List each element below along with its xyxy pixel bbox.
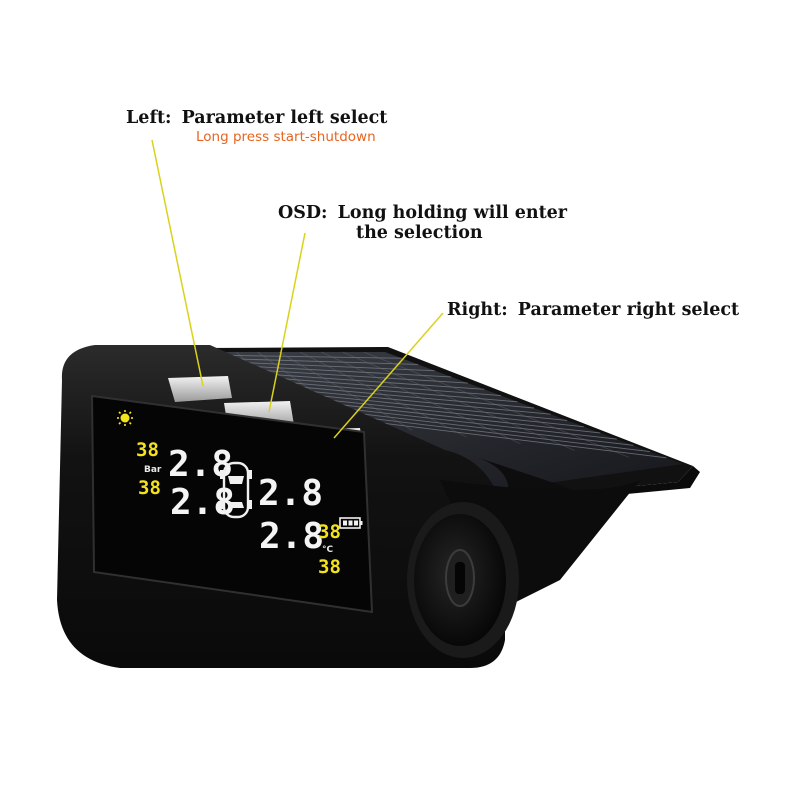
callout-osd-key: OSD:	[278, 203, 328, 223]
callout-right: Right: Parameter right select	[447, 300, 739, 320]
leader-line-right	[333, 312, 444, 439]
solar-cell-line	[222, 364, 452, 378]
unit-pressure: Bar	[144, 465, 162, 475]
callout-osd-text2: the selection	[356, 223, 483, 243]
temp-front-right: 38	[318, 521, 341, 543]
sun-icon	[117, 410, 133, 426]
unit-temperature: °C	[322, 545, 334, 555]
callout-right-key: Right:	[447, 300, 508, 320]
callout-left-text: Parameter left select	[181, 108, 388, 128]
callout-left-sub: Long press start-shutdown	[196, 129, 376, 145]
pressure-front-right: 2.8	[258, 473, 323, 514]
callout-osd-text: Long holding will enter	[337, 203, 568, 223]
solar-cell-line	[216, 354, 402, 359]
solar-cell-line	[363, 351, 630, 458]
solar-cell-line	[278, 351, 413, 431]
pressure-rear-right: 2.8	[259, 516, 324, 557]
solar-cell-line	[220, 361, 435, 372]
solar-cell-line	[321, 351, 521, 445]
battery-icon	[339, 517, 363, 529]
leader-lines	[151, 139, 444, 439]
callout-right-text: Parameter right select	[517, 300, 740, 320]
callout-left-key: Left:	[126, 108, 172, 128]
pressure-rear-left: 2.8	[170, 482, 235, 523]
callout-osd: OSD: Long holding will enter the selecti…	[278, 203, 567, 243]
solar-cell-line	[342, 351, 575, 451]
temp-rear-left: 38	[138, 477, 161, 499]
solar-cell-line	[218, 357, 419, 365]
car-icon	[220, 461, 252, 519]
left-button[interactable]	[168, 376, 232, 402]
solar-cell-line	[299, 351, 467, 438]
lcd-screen: 38 Bar 38 2.8 2.8 2.8 2.8 38 °C 38	[90, 394, 374, 614]
usb-port-icon	[407, 502, 519, 658]
temp-rear-right: 38	[318, 556, 341, 578]
leader-line-left	[151, 139, 204, 387]
leader-line-osd	[268, 232, 306, 413]
temp-front-left: 38	[136, 439, 159, 461]
callout-left: Left: Parameter left select Long press s…	[126, 108, 387, 146]
